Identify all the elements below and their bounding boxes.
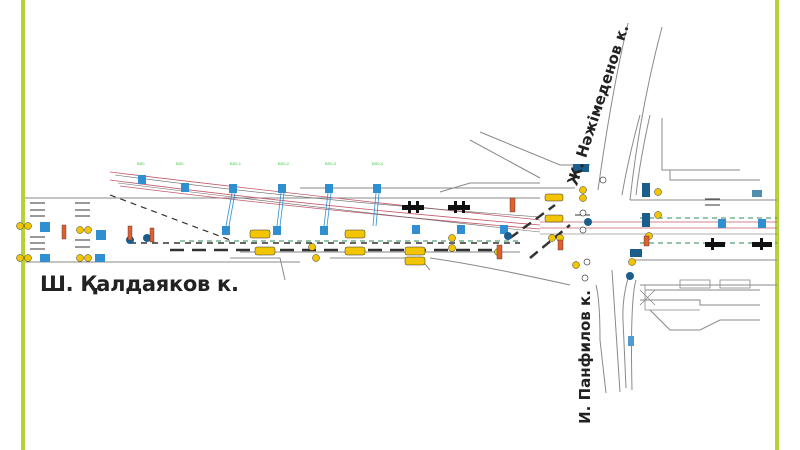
overhead-lines: [114, 174, 777, 235]
street-label-kaldayakov: Ш. Қалдаяков к.: [40, 272, 239, 296]
svg-text:ВЛ0-2: ВЛ0-2: [278, 161, 290, 166]
buildings: [639, 279, 751, 311]
pole-labels: ВЛ0 ВЛ0 ВЛ0-1 ВЛ0-2 ВЛ0-3 ВЛ0-4: [137, 161, 384, 166]
lane-markings: [109, 194, 571, 259]
barrier-markers: [61, 197, 650, 260]
tram-tracks: [109, 171, 777, 230]
svg-text:ВЛ0: ВЛ0: [176, 161, 184, 166]
svg-text:ВЛ0-1: ВЛ0-1: [230, 161, 242, 166]
circle-markers: [579, 176, 607, 282]
north-road-edges: [469, 22, 760, 201]
pole-signs: [40, 175, 766, 262]
lane-arrows: [30, 198, 720, 250]
south-road-edges: [595, 269, 777, 394]
machinery-icons: [402, 201, 772, 250]
temporary-signs: [16, 186, 662, 269]
green-dashed-lines: [180, 217, 777, 244]
svg-text:ВЛ0-4: ВЛ0-4: [372, 161, 384, 166]
svg-text:ВЛ0-3: ВЛ0-3: [325, 161, 337, 166]
support-poles: [225, 192, 380, 227]
main-road-edges: [25, 182, 777, 286]
street-label-panfilov: И. Панфилов к.: [575, 290, 594, 424]
svg-text:ВЛ0: ВЛ0: [137, 161, 145, 166]
